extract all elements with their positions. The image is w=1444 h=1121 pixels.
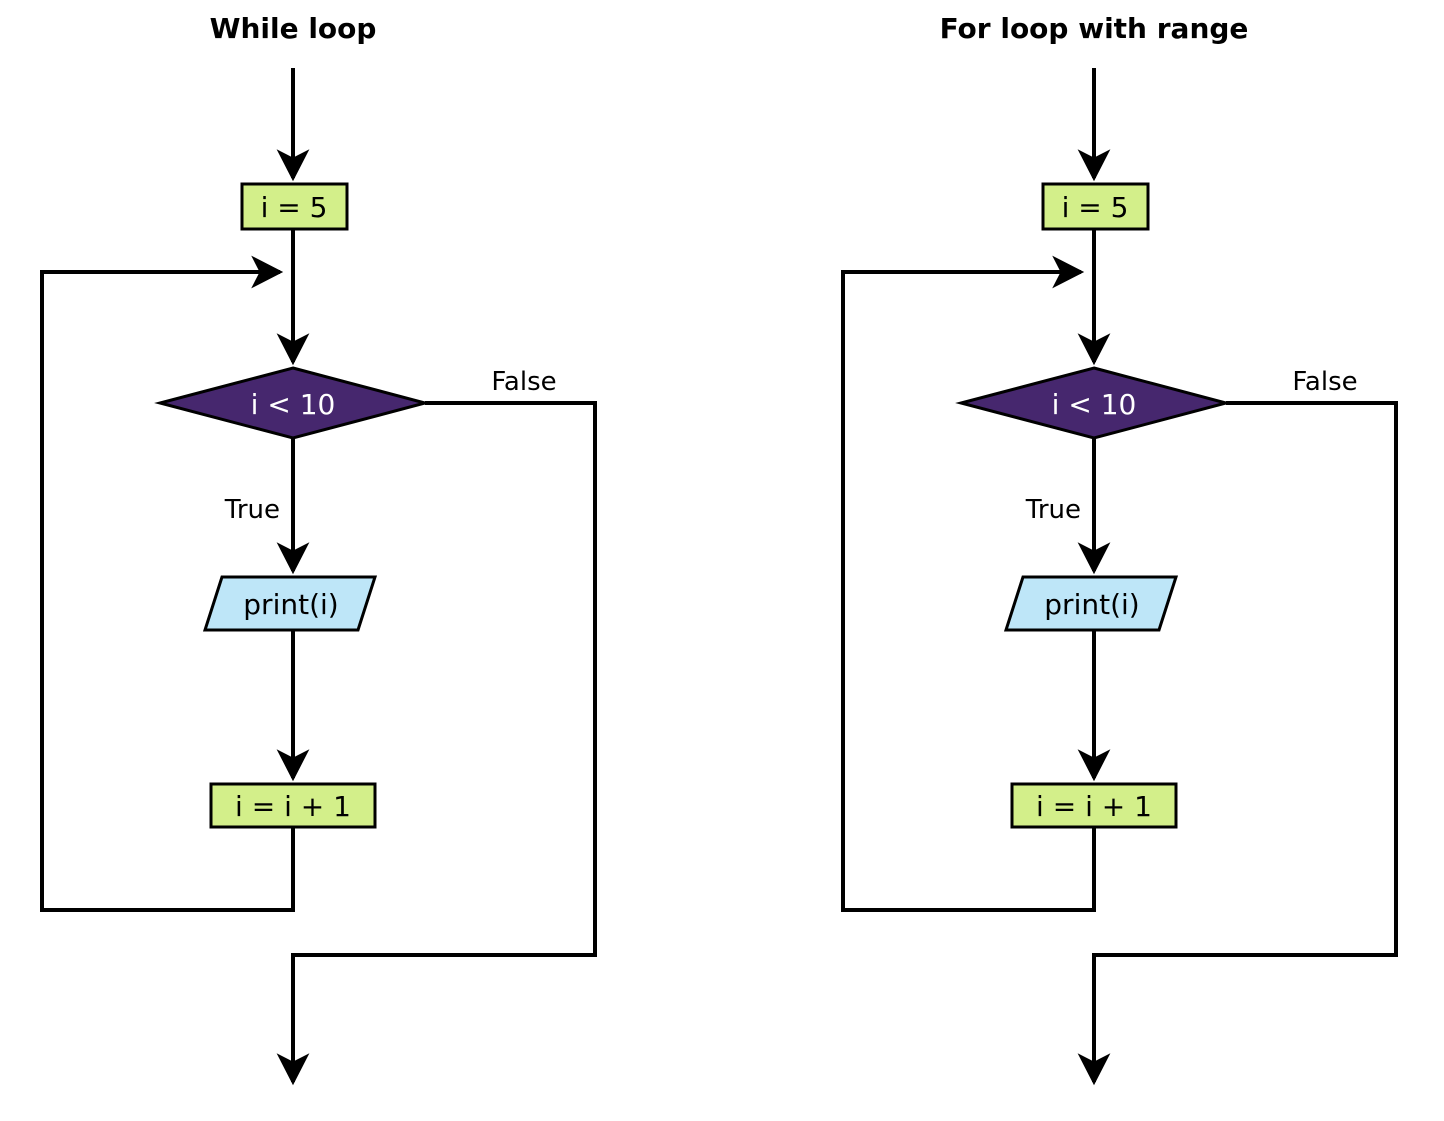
- diagram-while-loop: While loop i = 5 i < 10 False True: [40, 12, 597, 1086]
- node-increment-label-while: i = i + 1: [235, 790, 351, 823]
- edge-label-true-for: True: [1025, 495, 1081, 525]
- edge-loopback-for: [841, 255, 1096, 912]
- node-output-label-for: print(i): [1044, 588, 1139, 621]
- edge-false-branch-for: [1077, 401, 1398, 1086]
- node-output-while: [202, 575, 378, 632]
- diagram-title-for-loop: For loop with range: [940, 12, 1249, 45]
- edge-loopback-while: [40, 255, 295, 912]
- diagram-title-while-loop: While loop: [210, 12, 377, 45]
- node-output-for: [1003, 575, 1179, 632]
- node-increment-for: [1010, 782, 1178, 829]
- node-init-label-for: i = 5: [1062, 191, 1129, 224]
- edge-false-branch-while: [276, 401, 597, 1086]
- edge-label-true-while: True: [224, 495, 280, 525]
- node-condition-label-while: i < 10: [251, 388, 336, 421]
- node-output-label-while: print(i): [243, 588, 338, 621]
- node-condition-label-for: i < 10: [1052, 388, 1137, 421]
- node-increment-label-for: i = i + 1: [1036, 790, 1152, 823]
- node-init-label-while: i = 5: [261, 191, 328, 224]
- edge-label-false-while: False: [491, 367, 556, 397]
- node-increment-while: [209, 782, 377, 829]
- edge-label-false-for: False: [1292, 367, 1357, 397]
- diagram-for-loop-with-range: For loop with range i = 5 i < 10 False T…: [841, 12, 1398, 1086]
